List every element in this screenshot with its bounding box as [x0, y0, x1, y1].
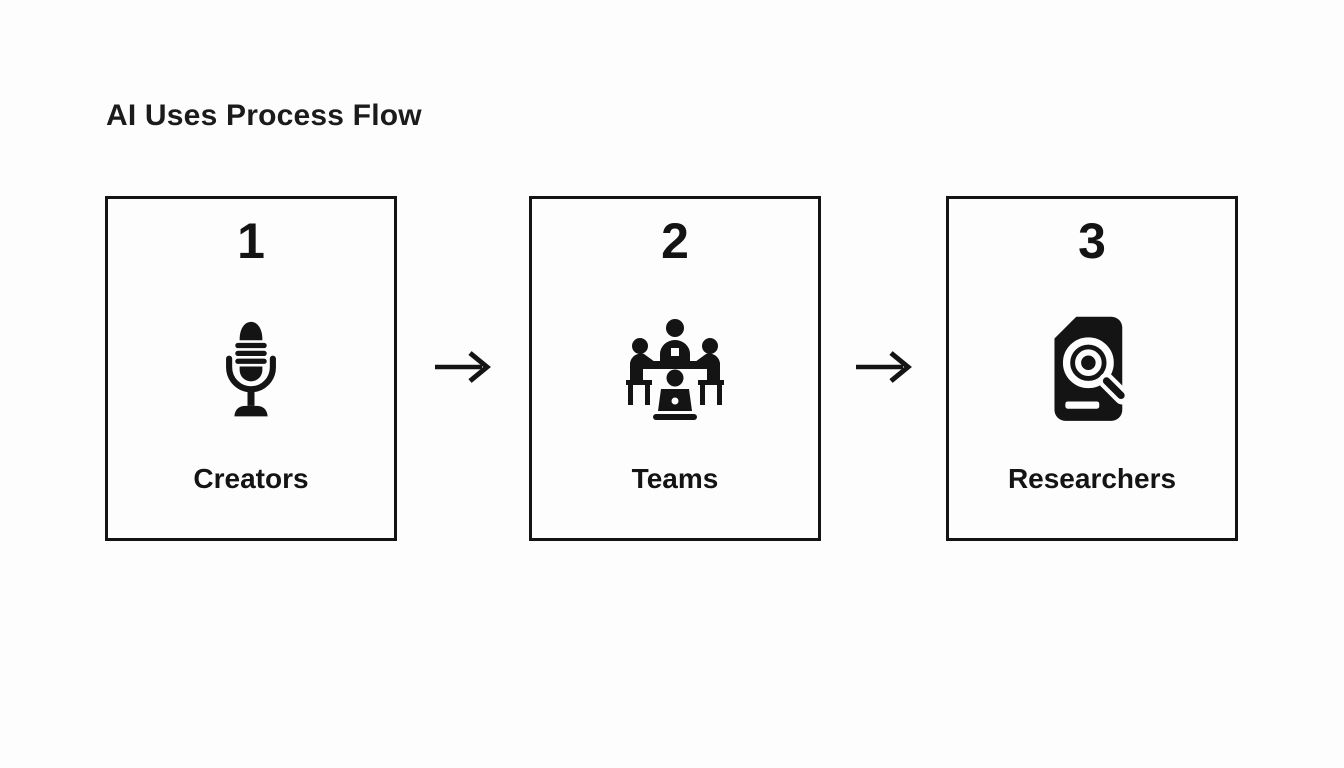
step-number: 1 [237, 213, 265, 269]
step-box-creators: 1 Creato [105, 196, 397, 541]
right-arrow-icon [821, 196, 946, 541]
step-label: Teams [631, 462, 719, 494]
document-search-icon [1046, 311, 1138, 429]
page-title: AI Uses Process Flow [106, 99, 422, 132]
step-number: 3 [1078, 213, 1106, 269]
step-box-teams: 2 [529, 196, 821, 541]
step-number: 2 [661, 213, 689, 269]
step-box-researchers: 3 Researchers [946, 196, 1238, 541]
meeting-icon [619, 311, 731, 429]
step-label: Creators [193, 462, 309, 494]
microphone-icon [216, 311, 286, 429]
right-arrow-icon [397, 196, 529, 541]
step-label: Researchers [1007, 462, 1177, 494]
process-flow: 1 Creato [105, 196, 1238, 541]
